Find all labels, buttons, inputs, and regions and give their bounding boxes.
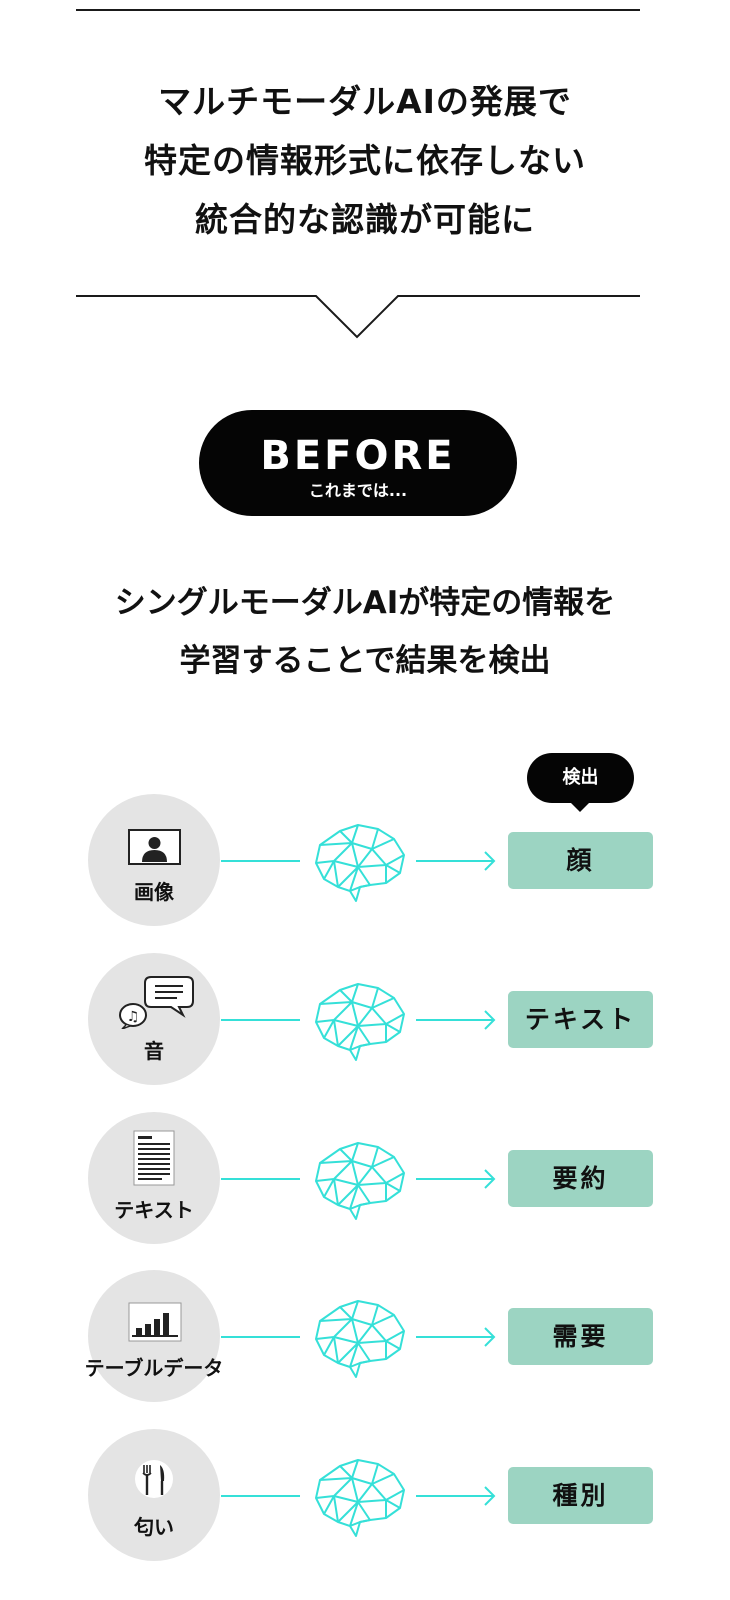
connector-line xyxy=(221,1178,300,1180)
arrow-right-icon xyxy=(416,1486,496,1506)
image-icon xyxy=(128,829,181,865)
brain-icon xyxy=(312,980,408,1064)
result-label: テキスト xyxy=(508,991,653,1048)
brain-icon xyxy=(312,1139,408,1223)
top-rule xyxy=(76,9,640,11)
result-label: 要約 xyxy=(508,1150,653,1207)
description-line: シングルモーダルAIが特定の情報を xyxy=(114,585,616,621)
flow-row: ♫ 音 テキスト xyxy=(0,953,730,1088)
flow-row: 画像 顔 xyxy=(0,794,730,929)
result-label: 顔 xyxy=(508,832,653,889)
document-icon xyxy=(133,1130,175,1186)
connector-line xyxy=(221,1495,300,1497)
input-label: 画像 xyxy=(134,880,174,904)
brain-icon xyxy=(312,821,408,905)
result-label: 需要 xyxy=(508,1308,653,1365)
chevron-divider xyxy=(76,295,640,339)
before-badge-title: BEFORE xyxy=(260,433,456,479)
arrow-right-icon xyxy=(416,1169,496,1189)
description: シングルモーダルAIが特定の情報を 学習することで結果を検出 xyxy=(0,574,730,690)
before-badge-subtitle: これまでは... xyxy=(308,481,408,500)
input-label: 音 xyxy=(144,1039,164,1063)
input-label: 匂い xyxy=(134,1515,174,1539)
flow-row: テキスト 要約 xyxy=(0,1112,730,1247)
arrow-right-icon xyxy=(416,1327,496,1347)
headline-line: 統合的な認識が可能に xyxy=(195,200,535,239)
connector-line xyxy=(221,860,300,862)
flow-row: 匂い 種別 xyxy=(0,1429,730,1564)
svg-text:♫: ♫ xyxy=(127,1009,140,1025)
connector-line xyxy=(221,1019,300,1021)
bar-chart-icon xyxy=(128,1302,182,1342)
fork-knife-icon xyxy=(135,1460,173,1498)
brain-icon xyxy=(312,1456,408,1540)
headline: マルチモーダルAIの発展で 特定の情報形式に依存しない 統合的な認識が可能に xyxy=(0,72,730,249)
result-label: 種別 xyxy=(508,1467,653,1524)
before-badge: BEFORE これまでは... xyxy=(199,410,517,516)
input-circle xyxy=(88,953,220,1085)
arrow-right-icon xyxy=(416,1010,496,1030)
input-label: テーブルデータ xyxy=(84,1356,224,1380)
headline-line: 特定の情報形式に依存しない xyxy=(144,141,586,180)
flow-row: テーブルデータ 需要 xyxy=(0,1270,730,1405)
brain-icon xyxy=(312,1297,408,1381)
input-label: テキスト xyxy=(114,1198,194,1222)
description-line: 学習することで結果を検出 xyxy=(179,643,551,679)
headline-line: マルチモーダルAIの発展で xyxy=(158,82,572,121)
arrow-right-icon xyxy=(416,851,496,871)
connector-line xyxy=(221,1336,300,1338)
detect-bubble: 検出 xyxy=(527,753,634,812)
speech-icon: ♫ xyxy=(119,976,194,1029)
